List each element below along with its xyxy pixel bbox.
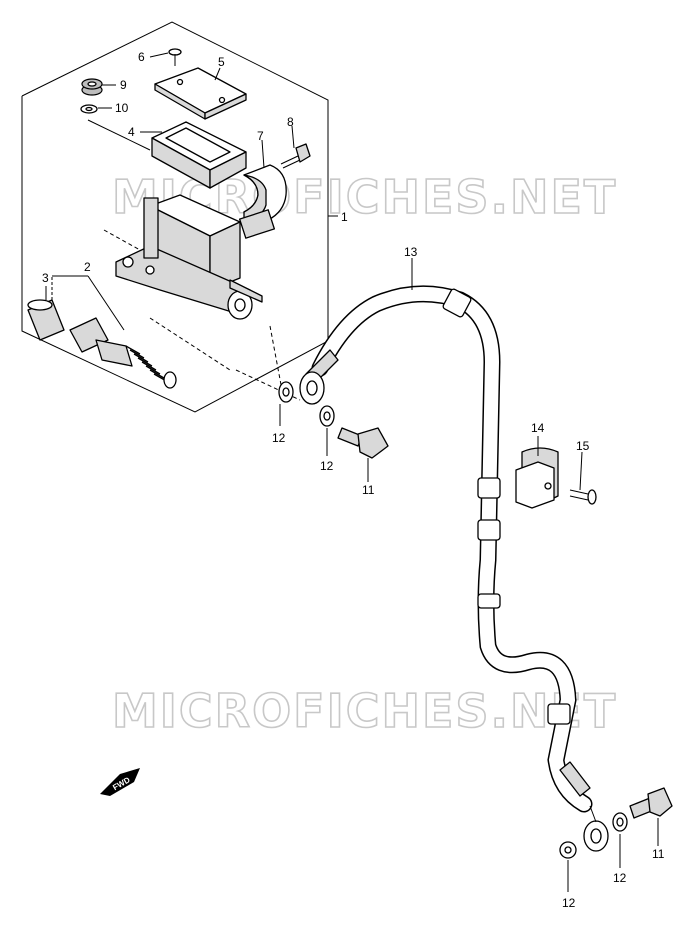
callout-9: 9 <box>120 78 127 92</box>
reservoir-cap-part-5 <box>154 67 247 120</box>
callout-12-a: 12 <box>272 431 286 445</box>
union-bolt-part-11-b <box>629 787 673 819</box>
clamp-part-7 <box>238 164 287 239</box>
callout-12-b: 12 <box>320 459 334 473</box>
diaphragm-part-4 <box>151 121 247 189</box>
leader-lines <box>45 52 659 892</box>
callouts: 6 5 9 10 4 7 8 1 2 3 13 12 12 11 14 15 1… <box>42 50 665 910</box>
callout-2: 2 <box>84 260 91 274</box>
callout-7: 7 <box>257 129 264 143</box>
watermark-bottom: MICROFICHES.NET <box>112 684 617 738</box>
screw-part-15 <box>569 489 597 505</box>
fwd-arrow-icon: FWD <box>100 768 140 796</box>
callout-6: 6 <box>138 50 145 64</box>
banjo-fitting-top <box>299 371 325 405</box>
bolt-part-8 <box>280 143 311 169</box>
master-cylinder-body <box>115 194 263 320</box>
callout-11-b: 11 <box>652 847 665 861</box>
callout-14: 14 <box>531 421 545 435</box>
brake-hose-part-13 <box>305 285 593 813</box>
callout-5: 5 <box>218 55 225 69</box>
callout-1: 1 <box>341 210 348 224</box>
callout-3: 3 <box>42 271 49 285</box>
callout-15: 15 <box>576 439 590 453</box>
washer-part-12-c <box>559 841 577 859</box>
cap-part-9 <box>81 78 103 96</box>
callout-12-d: 12 <box>613 871 627 885</box>
hose-clamp-part-14 <box>515 447 559 509</box>
callout-4: 4 <box>128 125 135 139</box>
washer-part-12-d <box>612 812 628 832</box>
callout-10: 10 <box>115 101 129 115</box>
washer-part-12-b <box>319 405 335 427</box>
union-bolt-part-11-a <box>337 427 389 459</box>
washer-part-12-a <box>278 381 294 403</box>
callout-13: 13 <box>404 245 418 259</box>
screw-part-6 <box>168 48 182 66</box>
piston-kit-part-2 <box>27 299 177 389</box>
callout-8: 8 <box>287 115 294 129</box>
callout-12-c: 12 <box>562 896 576 910</box>
banjo-fitting-bottom <box>583 805 609 852</box>
callout-11-a: 11 <box>362 483 375 497</box>
washer-part-10 <box>80 104 98 114</box>
